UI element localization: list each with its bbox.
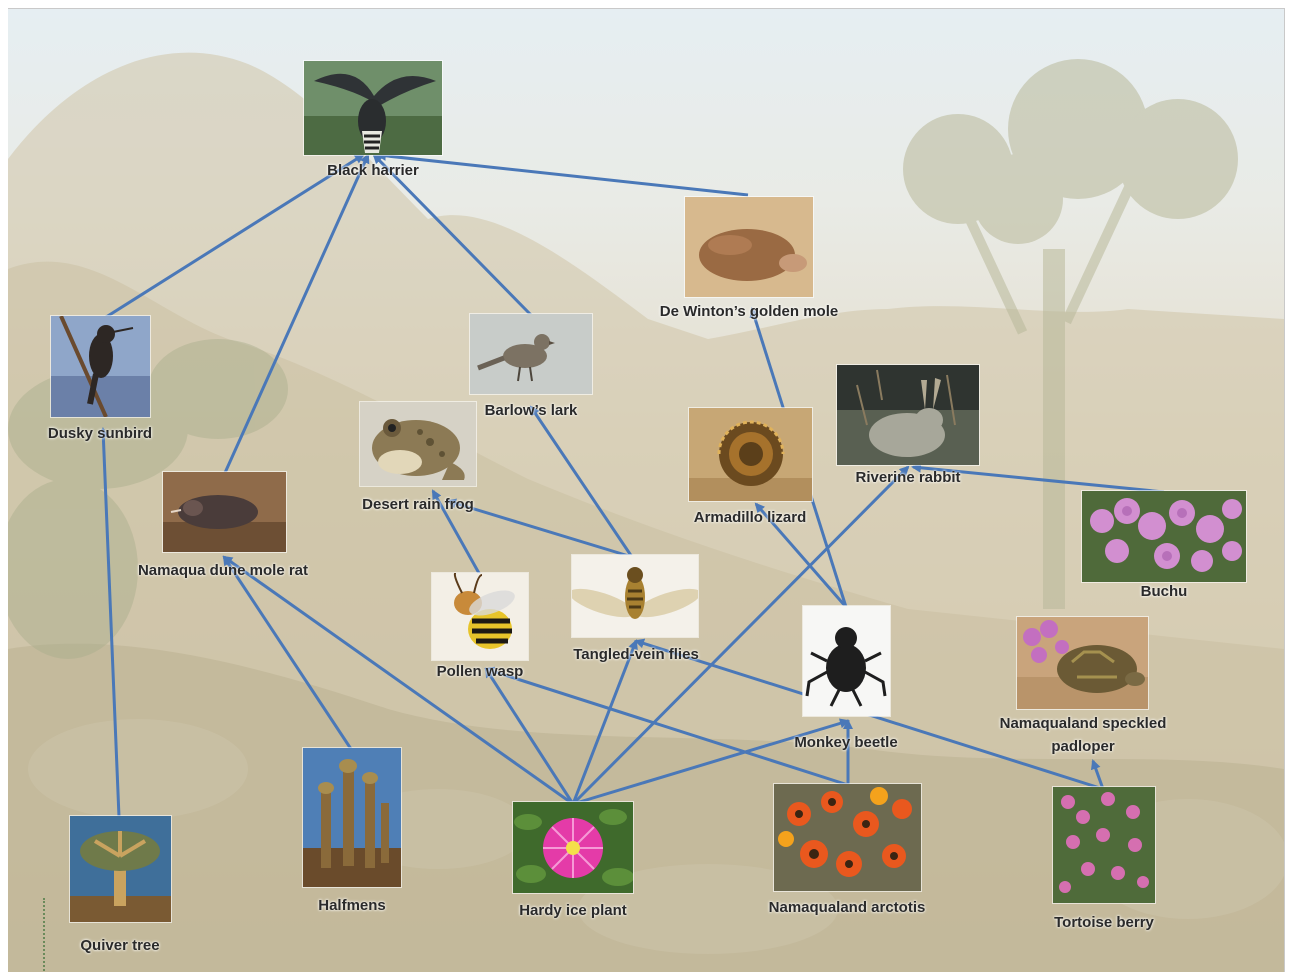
node-label: Desert rain frog xyxy=(338,496,498,513)
frog-photo xyxy=(360,402,476,486)
harrier-photo xyxy=(304,61,442,155)
node-label: Namaqualand speckled padloper xyxy=(998,712,1168,758)
node-label: Buchu xyxy=(1114,583,1214,600)
tortoise-photo xyxy=(1017,617,1148,709)
node-label: Tortoise berry xyxy=(1029,914,1179,931)
mole-rat-photo xyxy=(163,472,286,552)
wasp-photo xyxy=(432,573,528,660)
node-label: Dusky sunbird xyxy=(26,425,174,442)
node-label: Armadillo lizard xyxy=(670,509,830,526)
node-label: Halfmens xyxy=(292,897,412,914)
node-label: Tangled-vein flies xyxy=(551,646,721,663)
tortoise-berry-photo xyxy=(1053,787,1155,903)
beetle-photo xyxy=(803,606,890,716)
buchu-flower-photo xyxy=(1082,491,1246,582)
lizard-photo xyxy=(689,408,812,501)
ice-plant-photo xyxy=(513,802,633,893)
dotted-edge-marker xyxy=(43,898,45,971)
node-label: Namaqualand arctotis xyxy=(742,899,952,916)
quiver-tree-photo xyxy=(70,816,171,922)
node-label: Hardy ice plant xyxy=(493,902,653,919)
arctotis-photo xyxy=(774,784,921,891)
node-label: Pollen wasp xyxy=(410,663,550,680)
golden-mole-photo xyxy=(685,197,813,297)
node-label: De Winton’s golden mole xyxy=(634,303,864,320)
sunbird-photo xyxy=(51,316,150,417)
rabbit-photo xyxy=(837,365,979,465)
lark-photo xyxy=(470,314,592,394)
fly-photo xyxy=(572,555,698,637)
node-label: Black harrier xyxy=(304,162,442,179)
node-label: Quiver tree xyxy=(60,937,180,954)
node-label: Namaqua dune mole rat xyxy=(118,562,328,579)
food-web-diagram: Black harrier De Winton’s golden mole Du… xyxy=(8,8,1285,972)
node-label: Riverine rabbit xyxy=(828,469,988,486)
node-label: Monkey beetle xyxy=(771,734,921,751)
halfmens-photo xyxy=(303,748,401,887)
